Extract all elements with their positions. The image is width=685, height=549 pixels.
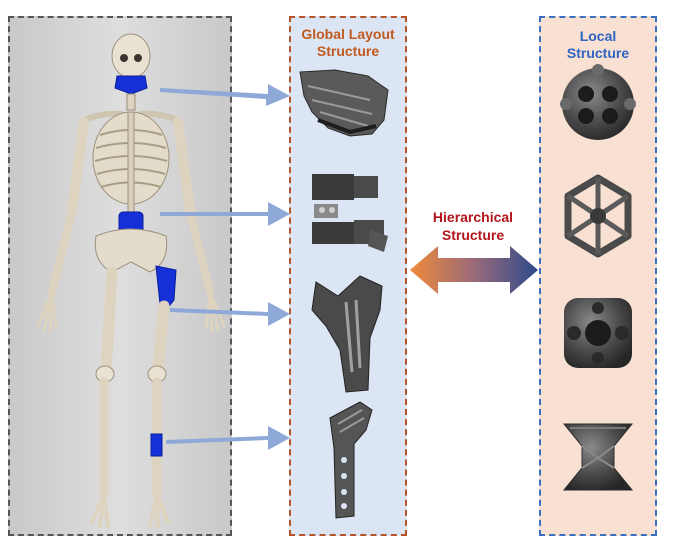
local-structure-title-line1: Local bbox=[579, 28, 617, 44]
arrow-plate bbox=[166, 426, 290, 450]
pelvis-implant-icon bbox=[311, 275, 383, 393]
lattice-unit-cell-icon-4 bbox=[562, 423, 634, 491]
arrow-vertebra bbox=[160, 202, 290, 226]
jaw-implant-icon bbox=[299, 69, 389, 137]
hierarchical-structure-label: Hierarchical Structure bbox=[420, 208, 526, 244]
lattice-unit-cell-icon-1 bbox=[560, 64, 636, 140]
vertebra-implant-icon bbox=[312, 174, 388, 252]
arrow-pelvis bbox=[170, 302, 290, 326]
hierarchical-double-arrow bbox=[410, 246, 538, 294]
global-layout-title-line2: Structure bbox=[316, 43, 380, 59]
global-layout-title: Global Layout Structure bbox=[291, 26, 405, 60]
bone-plate-icon bbox=[329, 401, 373, 519]
shin-highlight bbox=[150, 433, 163, 457]
local-structure-title-line2: Structure bbox=[566, 45, 630, 61]
global-layout-title-line1: Global Layout bbox=[301, 26, 395, 42]
hip-highlight bbox=[155, 265, 177, 311]
mapping-arrows bbox=[160, 84, 290, 450]
lattice-unit-cell-icon-2 bbox=[564, 174, 632, 258]
skeleton-panel bbox=[8, 16, 232, 536]
local-structure-title: Local Structure bbox=[541, 28, 655, 62]
skeleton-figure-icon bbox=[36, 33, 226, 528]
hierarchical-label-line1: Hierarchical bbox=[432, 209, 514, 225]
hierarchical-label-line2: Structure bbox=[441, 227, 505, 243]
arrow-jaw bbox=[160, 84, 290, 106]
jaw-highlight bbox=[114, 75, 148, 95]
lattice-unit-cell-icon-3 bbox=[564, 298, 632, 368]
